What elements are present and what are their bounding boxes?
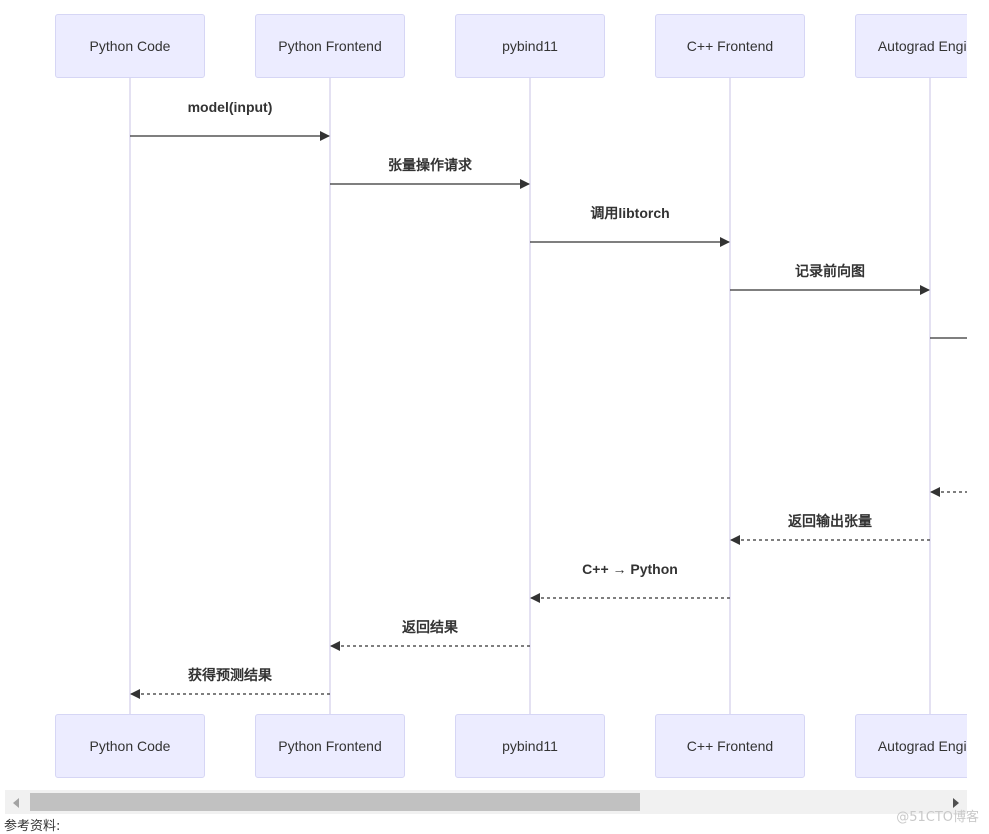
- participant-bottom-python-code: Python Code: [55, 714, 205, 778]
- message-label-1: model(input): [187, 99, 273, 115]
- participant-bottom-c-frontend: C++ Frontend: [655, 714, 805, 778]
- participant-bottom-pybind11: pybind11: [455, 714, 605, 778]
- diagram-canvas: [129, 78, 967, 714]
- scrollbar-thumb[interactable]: [30, 793, 640, 811]
- scroll-right-arrow-icon[interactable]: [953, 798, 959, 808]
- participant-top-c-frontend: C++ Frontend: [655, 14, 805, 78]
- message-label-8: C++ → Python: [582, 561, 678, 577]
- message-label-4: 记录前向图: [795, 263, 865, 279]
- references-heading: 参考资料:: [4, 819, 61, 834]
- participant-top-pybind11: pybind11: [455, 14, 605, 78]
- message-label-7: 返回输出张量: [788, 513, 872, 529]
- message-label-9: 返回结果: [402, 619, 458, 635]
- horizontal-scrollbar[interactable]: [5, 790, 967, 814]
- message-label-10: 获得预测结果: [188, 667, 272, 683]
- message-label-2: 张量操作请求: [388, 157, 472, 173]
- participant-bottom-python-frontend: Python Frontend: [255, 714, 405, 778]
- message-label-3: 调用libtorch: [590, 205, 670, 221]
- participant-top-python-frontend: Python Frontend: [255, 14, 405, 78]
- scroll-left-arrow-icon[interactable]: [13, 798, 19, 808]
- site-watermark: @51CTO博客: [896, 810, 979, 825]
- participant-top-autograd-engine: Autograd Engine: [855, 14, 967, 78]
- participant-top-python-code: Python Code: [55, 14, 205, 78]
- participant-bottom-autograd-engine: Autograd Engine: [855, 714, 967, 778]
